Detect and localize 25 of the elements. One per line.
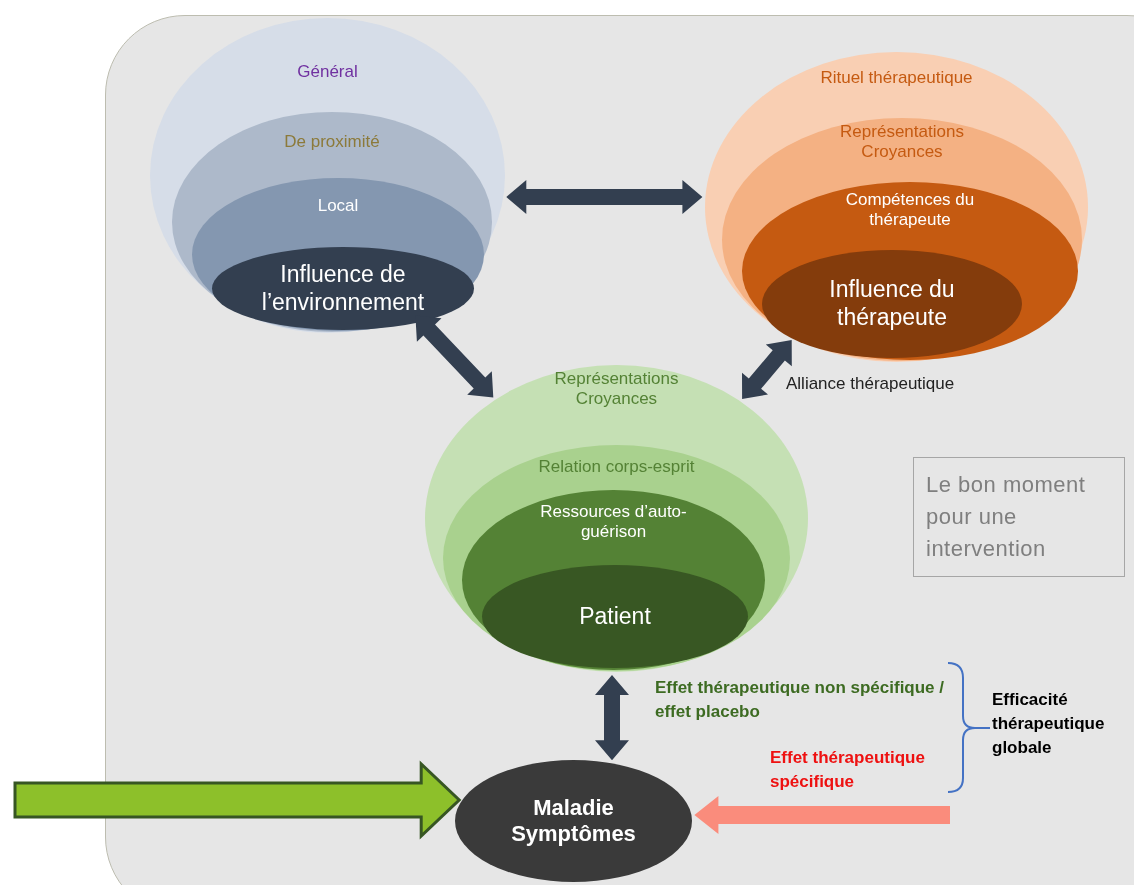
node-label: Représentations Croyances [839, 122, 965, 163]
node-label: De proximité [283, 132, 381, 153]
node-label: Ressources d’auto-guérison [539, 502, 688, 543]
note-box [913, 457, 1125, 577]
node-label: Influence du thérapeute [828, 276, 956, 332]
edge-label: Effet thérapeutique spécifique [770, 747, 926, 793]
block-arrow [13, 760, 462, 840]
node-label: Général [296, 62, 359, 83]
node-label: Influence de l’environnement [260, 260, 426, 317]
node-label: Compétences du thérapeute [844, 190, 976, 231]
double-arrow [506, 180, 703, 214]
edge-label: Alliance thérapeutique [786, 373, 955, 395]
summary-label: Efficacité thérapeutique globale [992, 689, 1106, 759]
double-arrow [742, 340, 792, 399]
double-arrow [415, 315, 494, 398]
node-label: Patient [578, 602, 652, 631]
block-arrow [694, 796, 950, 834]
node-label: Maladie Symptômes [510, 794, 637, 848]
double-arrow [595, 675, 629, 761]
node-label: Rituel thérapeutique [819, 68, 974, 89]
note-text: Le bon moment pour une intervention [926, 471, 1087, 563]
edge-label: Effet thérapeutique non spécifique / effet placebo [655, 677, 945, 723]
node-label: Local [316, 196, 360, 217]
node-label: Représentations Croyances [553, 369, 680, 410]
node-label: Relation corps-esprit [537, 457, 696, 478]
